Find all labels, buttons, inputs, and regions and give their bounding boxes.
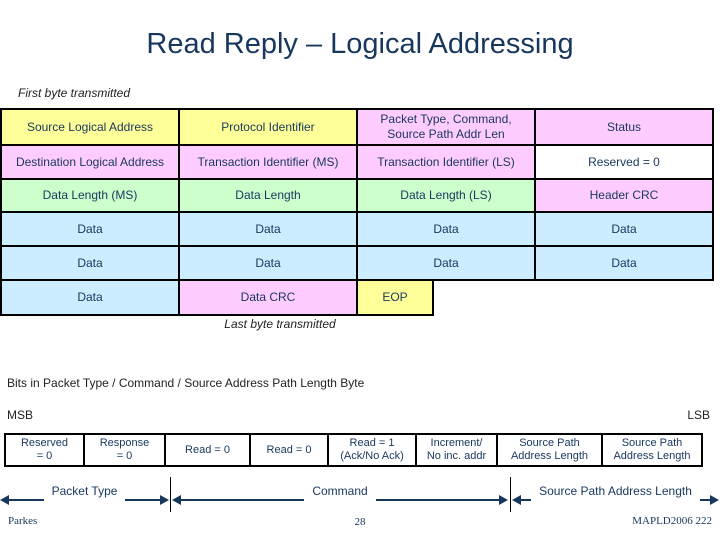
arrow-line xyxy=(521,499,532,501)
last-byte-transmitted-label: Last byte transmitted xyxy=(224,317,336,331)
packet-table-row: Destination Logical Address Transaction … xyxy=(0,144,720,180)
span-delimiter-bar xyxy=(510,477,511,512)
cell-data: Data xyxy=(178,245,358,281)
left-arrowhead-icon xyxy=(172,495,181,505)
arrow-line xyxy=(9,499,44,501)
cell-data: Data xyxy=(178,211,358,247)
cell-data: Data xyxy=(0,279,180,316)
left-arrowhead-icon xyxy=(0,495,9,505)
packet-table-row: Data Length (MS) Data Length Data Length… xyxy=(0,178,720,213)
bit-cell-read-0-b: Read = 0 xyxy=(249,433,329,467)
right-arrowhead-icon xyxy=(499,495,509,505)
bit-cell-reserved: Reserved = 0 xyxy=(4,433,85,467)
packet-structure-table: Source Logical Address Protocol Identifi… xyxy=(0,108,720,316)
bit-cell-increment: Increment/ No inc. addr xyxy=(415,433,498,467)
right-arrowhead-icon xyxy=(160,495,170,505)
slide-title: Read Reply – Logical Addressing xyxy=(146,28,574,60)
cell-eop: EOP xyxy=(356,279,434,316)
span-delimiter-bar xyxy=(170,477,171,512)
packet-table-row: Source Logical Address Protocol Identifi… xyxy=(0,108,720,146)
bits-section-title: Bits in Packet Type / Command / Source A… xyxy=(7,376,365,390)
footer-author: Parkes xyxy=(8,515,38,527)
bit-cell-read-0-a: Read = 0 xyxy=(164,433,251,467)
right-arrowhead-icon xyxy=(710,495,719,505)
footer-conference-id: MAPLD2006 222 xyxy=(632,515,712,527)
cell-data: Data xyxy=(0,245,180,281)
cell-protocol-identifier: Protocol Identifier xyxy=(178,108,358,146)
cell-data: Data xyxy=(0,211,180,247)
cell-transaction-identifier-ls: Transaction Identifier (LS) xyxy=(356,144,536,180)
cell-data: Data xyxy=(534,211,714,247)
cell-status: Status xyxy=(534,108,714,146)
cell-destination-logical-address: Destination Logical Address xyxy=(0,144,180,180)
cell-data-length-ms: Data Length (MS) xyxy=(0,178,180,213)
cell-packet-type-command: Packet Type, Command, Source Path Addr L… xyxy=(356,108,536,146)
first-byte-transmitted-label: First byte transmitted xyxy=(18,86,131,100)
packet-table-row: Data Data CRC EOP xyxy=(0,279,720,316)
source-path-address-length-arrow-label: Source Path Address Length xyxy=(539,484,692,498)
cell-data: Data xyxy=(534,245,714,281)
cell-data-crc: Data CRC xyxy=(178,279,358,316)
packet-table-row: Data Data Data Data xyxy=(0,211,720,247)
cell-header-crc: Header CRC xyxy=(534,178,714,213)
arrow-line xyxy=(375,499,500,501)
command-span-arrow: Command xyxy=(172,484,509,514)
packet-table-row: Data Data Data Data xyxy=(0,245,720,281)
footer-page-number: 28 xyxy=(354,516,366,528)
cell-transaction-identifier-ms: Transaction Identifier (MS) xyxy=(178,144,358,180)
packet-type-arrow-label: Packet Type xyxy=(51,484,118,498)
bit-cell-source-path-length-b: Source Path Address Length xyxy=(601,433,703,467)
cell-data-length: Data Length xyxy=(178,178,358,213)
bit-cell-response: Response = 0 xyxy=(83,433,166,467)
bit-field-table: Reserved = 0 Response = 0 Read = 0 Read … xyxy=(4,433,703,467)
command-arrow-label: Command xyxy=(312,484,368,498)
cell-data: Data xyxy=(356,211,536,247)
msb-label: MSB xyxy=(7,408,34,422)
bit-cell-source-path-length-a: Source Path Address Length xyxy=(496,433,603,467)
cell-source-logical-address: Source Logical Address xyxy=(0,108,180,146)
arrow-line xyxy=(699,499,710,501)
packet-type-span-arrow: Packet Type xyxy=(0,484,170,514)
lsb-label: LSB xyxy=(687,408,710,422)
left-arrowhead-icon xyxy=(512,495,521,505)
cell-data-length-ls: Data Length (LS) xyxy=(356,178,536,213)
arrow-line xyxy=(181,499,305,501)
source-path-address-length-span-arrow: Source Path Address Length xyxy=(512,484,719,514)
bit-cell-read-1-ack: Read = 1 (Ack/No Ack) xyxy=(327,433,417,467)
cell-reserved: Reserved = 0 xyxy=(534,144,714,180)
cell-data: Data xyxy=(356,245,536,281)
arrow-line xyxy=(125,499,161,501)
